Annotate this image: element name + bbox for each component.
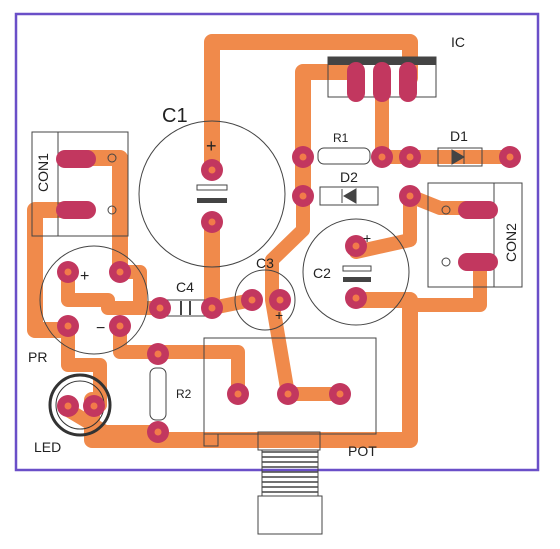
pad-hole-pot-3 xyxy=(336,390,344,398)
pad-ic-3 xyxy=(399,62,417,102)
pad-hole-c1-plus xyxy=(208,166,216,174)
pad-hole-led-a xyxy=(64,402,72,410)
c4-symbol xyxy=(180,301,191,315)
d2-symbol xyxy=(341,188,357,204)
c2-plate-minus xyxy=(343,277,371,282)
pad-hole-d1-b xyxy=(506,153,514,161)
pad-hole-pr-4 xyxy=(116,322,124,330)
pad-hole-r2-a xyxy=(154,350,162,358)
pads xyxy=(56,62,521,443)
pot-shaft-end xyxy=(257,495,323,535)
label-pot: POT xyxy=(348,443,377,459)
led-outline xyxy=(48,373,112,437)
pad-hole-c2-plus xyxy=(352,242,360,250)
label-ic: IC xyxy=(451,34,465,50)
copper-traces xyxy=(27,34,517,448)
board-outline xyxy=(14,12,540,472)
con2-outline xyxy=(427,182,523,288)
pad-hole-pot-1 xyxy=(234,390,242,398)
label-pr-plus: + xyxy=(80,268,89,285)
d1-symbol xyxy=(451,149,465,165)
pad-hole-c4-b xyxy=(208,304,216,312)
pad-hole-c3-a xyxy=(248,296,256,304)
trace-con1-bottom xyxy=(27,202,78,338)
pad-hole-d2-b xyxy=(406,192,414,200)
pad-hole-pot-2 xyxy=(284,390,292,398)
pot-tab xyxy=(203,433,219,447)
component-labels: IC C1 + R1 D1 D2 CON1 CON2 C2 + C3 + C4 … xyxy=(28,34,519,459)
pad-hole-r1-a xyxy=(299,153,307,161)
pad-hole-c4-a xyxy=(156,304,164,312)
c2-outline xyxy=(302,218,410,326)
con1-hole-2 xyxy=(107,205,117,215)
label-c1-plus: + xyxy=(206,136,217,156)
d1-body xyxy=(437,147,483,167)
label-d1: D1 xyxy=(450,128,468,144)
c2-plate-plus xyxy=(342,265,372,272)
d2-body xyxy=(319,186,379,206)
r2-body xyxy=(149,367,167,421)
pot-body xyxy=(203,337,377,435)
pad-con2-1 xyxy=(458,201,498,219)
trace-pr-led xyxy=(61,323,107,412)
pad-hole-pr-3 xyxy=(64,322,72,330)
pad-hole-c1-minus xyxy=(208,218,216,226)
pad-hole-c2-minus xyxy=(352,294,360,302)
pad-hole-led-b xyxy=(90,402,98,410)
pad-con2-2 xyxy=(458,253,498,271)
c1-plate-plus xyxy=(196,184,228,191)
con2-hole-2 xyxy=(441,257,451,267)
label-r2: R2 xyxy=(176,387,192,401)
con2-hole-1 xyxy=(441,205,451,215)
label-pr: PR xyxy=(28,349,47,365)
ic-heatsink-tab xyxy=(328,57,436,65)
trace-r1-pot xyxy=(265,189,310,401)
label-c4: C4 xyxy=(176,279,194,295)
label-c3-plus: + xyxy=(275,307,283,323)
pad-con1-1 xyxy=(56,150,96,168)
r1-body xyxy=(317,147,371,165)
label-r1: R1 xyxy=(333,131,349,145)
pad-hole-r1-b xyxy=(378,153,386,161)
label-c2: C2 xyxy=(313,265,331,281)
trace-d2-c2 xyxy=(349,189,417,259)
pad-hole-c3-b xyxy=(276,296,284,304)
pad-ic-2 xyxy=(373,62,391,102)
c1-outline xyxy=(138,120,286,268)
pad-hole-d1-a xyxy=(406,153,414,161)
label-c1: C1 xyxy=(162,105,188,127)
pr-outline xyxy=(39,245,149,355)
label-con2: CON2 xyxy=(503,223,519,262)
label-c2-plus: + xyxy=(363,230,371,246)
pad-hole-r2-b xyxy=(154,428,162,436)
trace-pr-left xyxy=(61,265,167,315)
label-led: LED xyxy=(34,439,61,455)
pot-shaft-knurl xyxy=(262,451,318,493)
pad-hole-pr-2 xyxy=(64,268,72,276)
pad-hole-d2-a xyxy=(299,192,307,200)
pad-hole-pr-1 xyxy=(116,268,124,276)
label-pr-minus: − xyxy=(96,320,105,337)
label-d2: D2 xyxy=(340,169,358,185)
c3-outline xyxy=(234,269,296,331)
pad-con1-2 xyxy=(56,201,96,219)
con1-hole-1 xyxy=(107,153,117,163)
c1-plate-minus xyxy=(197,198,227,203)
con1-outline xyxy=(31,131,129,237)
trace-r2-pot xyxy=(113,318,245,401)
trace-bottom-loop xyxy=(84,292,418,448)
label-c3: C3 xyxy=(256,255,274,271)
trace-con2-c2 xyxy=(403,255,487,312)
trace-r2-led xyxy=(61,403,165,439)
pad-ic-1 xyxy=(347,62,365,102)
label-con1: CON1 xyxy=(35,153,51,192)
silkscreen xyxy=(31,56,523,535)
